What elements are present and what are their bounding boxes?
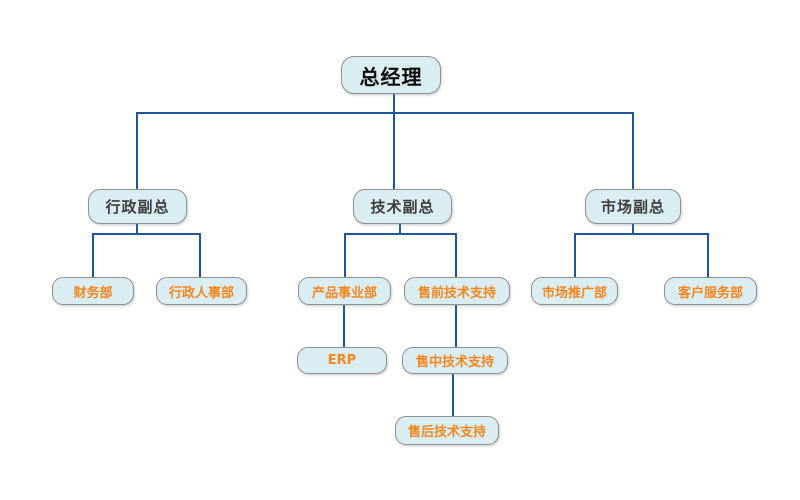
connector-drop-market-vp — [632, 113, 634, 189]
connector-stub-admin-vp — [136, 224, 138, 234]
connector-drop-service — [707, 234, 709, 277]
org-node-tech-vp: 技术副总 — [353, 189, 452, 224]
connector-presales-to-midsales — [455, 305, 457, 347]
org-node-customer-service-dept: 客户服务部 — [664, 277, 757, 305]
org-node-admin-vp: 行政副总 — [88, 189, 187, 224]
org-node-market-vp: 市场副总 — [585, 189, 681, 224]
connector-midsales-to-aftersales — [452, 374, 454, 416]
connector-tech-children-rail — [344, 233, 457, 235]
connector-drop-admin-vp — [136, 113, 138, 189]
org-node-general-manager: 总经理 — [341, 56, 441, 94]
org-node-market-promo-dept: 市场推广部 — [531, 277, 618, 305]
connector-product-to-erp — [343, 305, 345, 347]
connector-stub-tech-vp — [399, 224, 401, 234]
org-node-presales-support: 售前技术支持 — [404, 277, 510, 305]
connector-gm-children-rail — [136, 112, 634, 114]
connector-drop-promo — [574, 234, 576, 277]
connector-admin-children-rail — [92, 233, 201, 235]
org-node-midsales-support: 售中技术支持 — [402, 347, 508, 374]
connector-drop-product — [344, 234, 346, 277]
connector-drop-admin-hr — [199, 234, 201, 277]
connector-market-children-rail — [574, 233, 709, 235]
org-node-admin-hr-dept: 行政人事部 — [156, 277, 247, 305]
connector-stub-market-vp — [632, 224, 634, 234]
org-node-aftersales-support: 售后技术支持 — [395, 416, 499, 445]
connector-drop-presales — [455, 234, 457, 277]
org-node-finance-dept: 财务部 — [52, 277, 134, 305]
org-node-erp: ERP — [297, 347, 387, 374]
connector-gm-to-tech-vp — [393, 94, 395, 190]
connector-drop-finance — [92, 234, 94, 277]
org-node-product-division: 产品事业部 — [298, 277, 391, 305]
